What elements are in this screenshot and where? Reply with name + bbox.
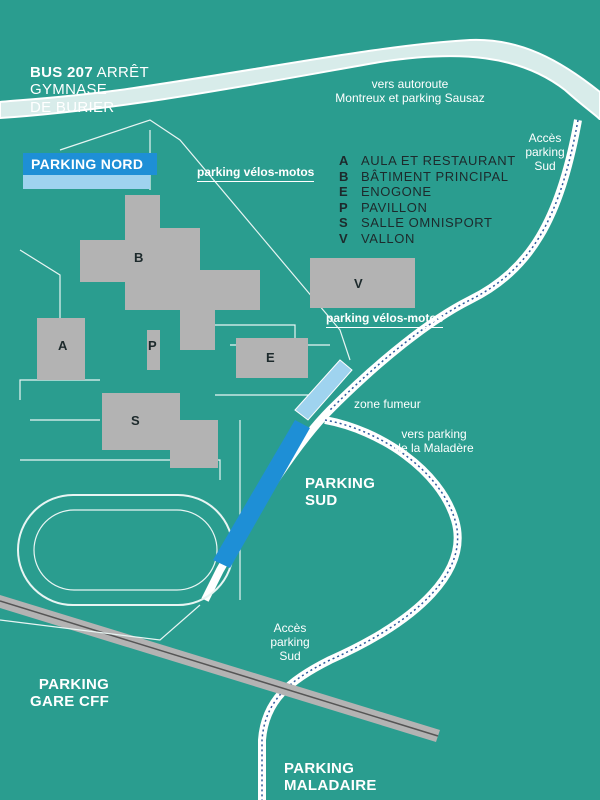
buildings [37,195,415,468]
building-label-A: A [58,338,68,353]
building-V [310,258,415,308]
bus-stop-name-1: GYMNASE [30,81,108,99]
label-maladaire: PARKING MALADAIRE [284,760,377,795]
building-A [37,318,85,380]
label-acces-sud-top: Accès parking Sud [525,131,565,173]
main-road [0,38,600,121]
route-dotted-maladere [261,419,459,800]
label-autoroute: vers autoroute Montreux et parking Sausa… [335,77,485,105]
parking-nord-area [23,175,150,189]
running-track [17,494,234,606]
building-P [147,330,160,370]
building-label-B: B [134,250,144,265]
building-E [236,338,308,378]
label-acces-sud-bottom: Accès parking Sud [270,621,310,663]
building-label-S: S [131,413,140,428]
building-S [102,393,218,468]
parking-nord-label: PARKING NORD [23,153,157,175]
parking-sud-area [213,420,310,568]
label-gare-cff: PARKING GARE CFF [30,676,110,711]
running-track-inner [33,509,218,591]
label-parking-sud: PARKING SUD [305,475,376,510]
label-velos-mid: parking vélos-motos [326,311,444,328]
label-maladere: vers parking de la Maladère [394,427,474,455]
railway-line [0,600,439,737]
bus-stop-name-2: DE BURIER [30,98,115,116]
bus-stop-label: BUS 207 ARRÊT GYMNASE DE BURIER [30,64,149,116]
building-label-E: E [266,350,275,365]
bus-stop-word: ARRÊT [96,64,149,81]
building-label-V: V [354,276,363,291]
label-zone-fumeur: zone fumeur [354,397,421,411]
bike-parking-mid [294,359,353,421]
building-label-P: P [148,338,157,353]
bus-line: BUS 207 [30,64,93,81]
building-B [80,195,260,350]
label-velos-top: parking vélos-motos [197,165,315,182]
